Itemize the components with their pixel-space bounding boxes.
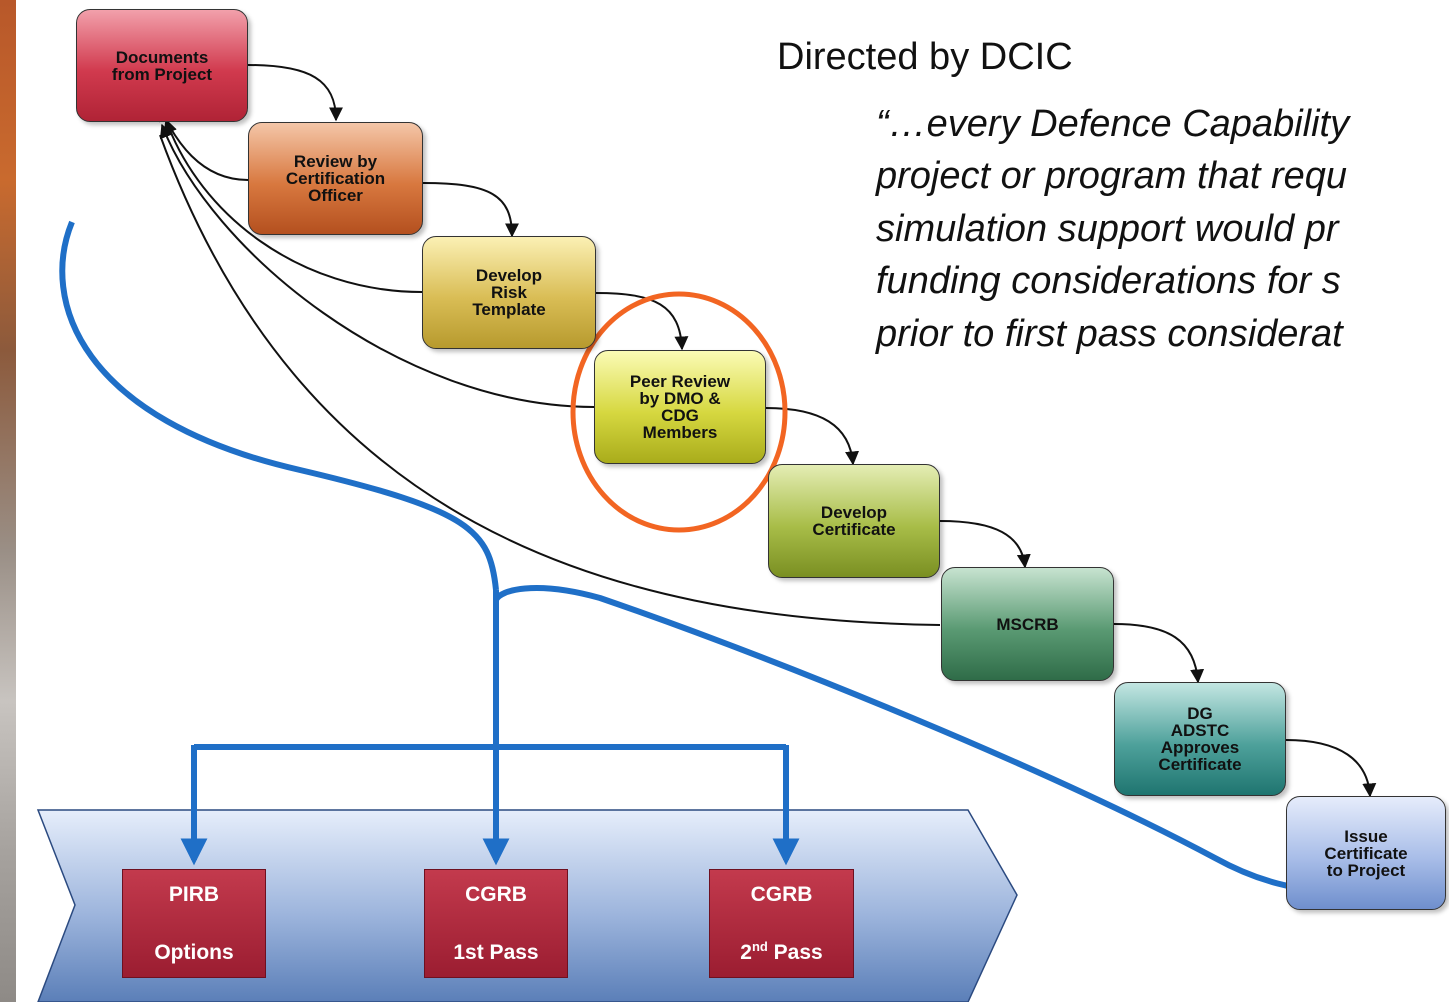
gate-subtitle: Options <box>154 941 234 964</box>
gate-subtitle-rest: Pass <box>767 941 823 964</box>
gate-pirb-options: PIRB Options <box>122 869 266 978</box>
gate-subtitle: 2nd Pass <box>710 939 853 965</box>
gate-subtitle-ordinal: 2 <box>740 941 752 964</box>
quote-line: “…every Defence Capability <box>876 103 1350 145</box>
step-label: Issue Certificate to Project <box>1324 826 1408 880</box>
gate-title: CGRB <box>465 883 527 906</box>
step-develop-risk-template: Develop Risk Template <box>422 236 596 349</box>
gate-cgrb-second-pass: CGRB 2nd Pass <box>709 869 854 978</box>
step-label: Peer Review by DMO & CDG Members <box>629 372 731 442</box>
quote-line: simulation support would pr <box>876 208 1339 250</box>
gate-title: CGRB <box>750 883 813 906</box>
step-mscrb: MSCRB <box>941 567 1114 681</box>
highlight-ellipse <box>570 291 788 533</box>
step-label: Develop Certificate <box>812 503 896 539</box>
gate-subtitle: 1st Pass <box>453 941 539 964</box>
step-label: Develop Risk Template <box>472 266 546 319</box>
step-review-by-certification-officer: Review by Certification Officer <box>248 122 423 235</box>
step-label: Documents from Project <box>111 47 213 84</box>
gate-subtitle-superscript: nd <box>751 939 768 954</box>
heading-directed-by: Directed by DCIC <box>777 36 1073 78</box>
gate-title: PIRB <box>168 883 220 906</box>
step-issue-certificate-to-project: Issue Certificate to Project <box>1286 796 1446 910</box>
step-label: DG ADSTC Approves Certificate <box>1158 704 1242 774</box>
quote-line: prior to first pass considerat <box>876 313 1343 355</box>
step-peer-review: Peer Review by DMO & CDG Members <box>594 350 766 464</box>
step-develop-certificate: Develop Certificate <box>768 464 940 578</box>
step-documents-from-project: Documents from Project <box>76 9 248 122</box>
quote-line: funding considerations for s <box>876 260 1341 302</box>
background-photo-strip <box>0 0 16 1002</box>
step-label: Review by Certification Officer <box>285 152 386 205</box>
step-dg-adstc-approves-certificate: DG ADSTC Approves Certificate <box>1114 682 1286 796</box>
quote-line: project or program that requ <box>876 155 1348 197</box>
step-label: MSCRB <box>996 614 1059 634</box>
gate-cgrb-first-pass: CGRB 1st Pass <box>424 869 568 978</box>
